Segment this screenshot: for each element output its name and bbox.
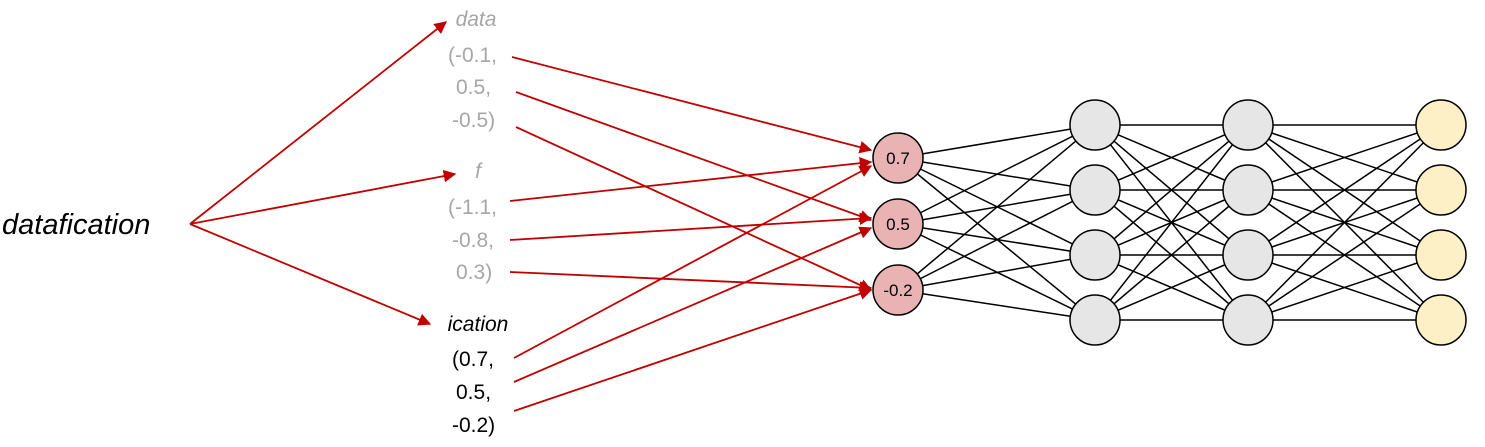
hidden-2-node [1222, 294, 1274, 346]
output-node [1415, 294, 1467, 346]
hidden-2-node [1222, 229, 1274, 281]
arrow-word-to-data [189, 21, 447, 225]
hidden-1-node [1069, 294, 1121, 346]
network-edge [1247, 189, 1442, 321]
subword-group-data: data (-0.1, 0.5, -0.5) [448, 8, 497, 132]
arrow-word-to-f [189, 169, 457, 225]
vector-component: (0.7, [452, 348, 494, 371]
arrow-f-x2 [509, 212, 873, 241]
output-node [1415, 164, 1467, 216]
embedding-arrows [189, 21, 873, 412]
subword-group-ication: ication (0.7, 0.5, -0.2) [448, 313, 509, 437]
network-nodes: 0.7 0.5 -0.2 [872, 99, 1467, 346]
arrow-ication-x2 [513, 226, 873, 383]
vector-component: (-1.1, [448, 196, 497, 219]
vector-component: -0.5) [452, 109, 495, 132]
arrow-data-x3 [515, 126, 873, 291]
arrow-f-x1 [509, 156, 873, 202]
output-node [1415, 99, 1467, 151]
output-node [1415, 229, 1467, 281]
subword-label: f [475, 160, 483, 183]
vector-component: -0.8, [452, 229, 494, 252]
network-edge [897, 189, 1096, 291]
vector-component: 0.3) [456, 261, 492, 284]
arrow-word-to-ication [189, 223, 432, 326]
network-edge [1247, 254, 1442, 321]
network-edge [1247, 124, 1442, 321]
network-connections [897, 124, 1442, 321]
network-edge [1094, 124, 1249, 321]
arrow-ication-x1 [513, 165, 873, 359]
subword-label: ication [448, 313, 509, 336]
input-node-value: 0.5 [886, 215, 910, 234]
hidden-2-node [1222, 99, 1274, 151]
input-node-value: 0.7 [886, 149, 910, 168]
vector-component: (-0.1, [448, 44, 497, 67]
subword-label: data [456, 8, 497, 31]
network-edge [1247, 124, 1442, 256]
network-edge [1094, 124, 1249, 256]
vector-component: -0.2) [452, 414, 495, 437]
network-edge [897, 254, 1096, 291]
input-word: datafication [2, 209, 150, 241]
vector-component: 0.5, [456, 76, 491, 99]
network-edge [897, 124, 1096, 291]
network-edge [1247, 124, 1442, 191]
arrow-data-x2 [515, 91, 873, 223]
network-edge [897, 124, 1096, 225]
input-node-value: -0.2 [883, 281, 912, 300]
input-node [872, 132, 924, 184]
subword-group-f: f (-1.1, -0.8, 0.3) [448, 160, 497, 284]
vector-component: 0.5, [456, 381, 491, 404]
network-edge [897, 289, 1096, 321]
network-edge [1094, 189, 1249, 321]
network-edge [1094, 254, 1249, 321]
network-edge [897, 124, 1096, 159]
arrow-ication-x3 [513, 287, 873, 412]
hidden-1-node [1069, 229, 1121, 281]
arrow-data-x1 [511, 56, 873, 154]
hidden-1-node [1069, 164, 1121, 216]
input-node [872, 198, 924, 250]
hidden-1-node [1069, 99, 1121, 151]
hidden-2-node [1222, 164, 1274, 216]
arrow-f-x3 [509, 271, 873, 294]
network-edge [1094, 124, 1249, 191]
input-node [872, 264, 924, 316]
